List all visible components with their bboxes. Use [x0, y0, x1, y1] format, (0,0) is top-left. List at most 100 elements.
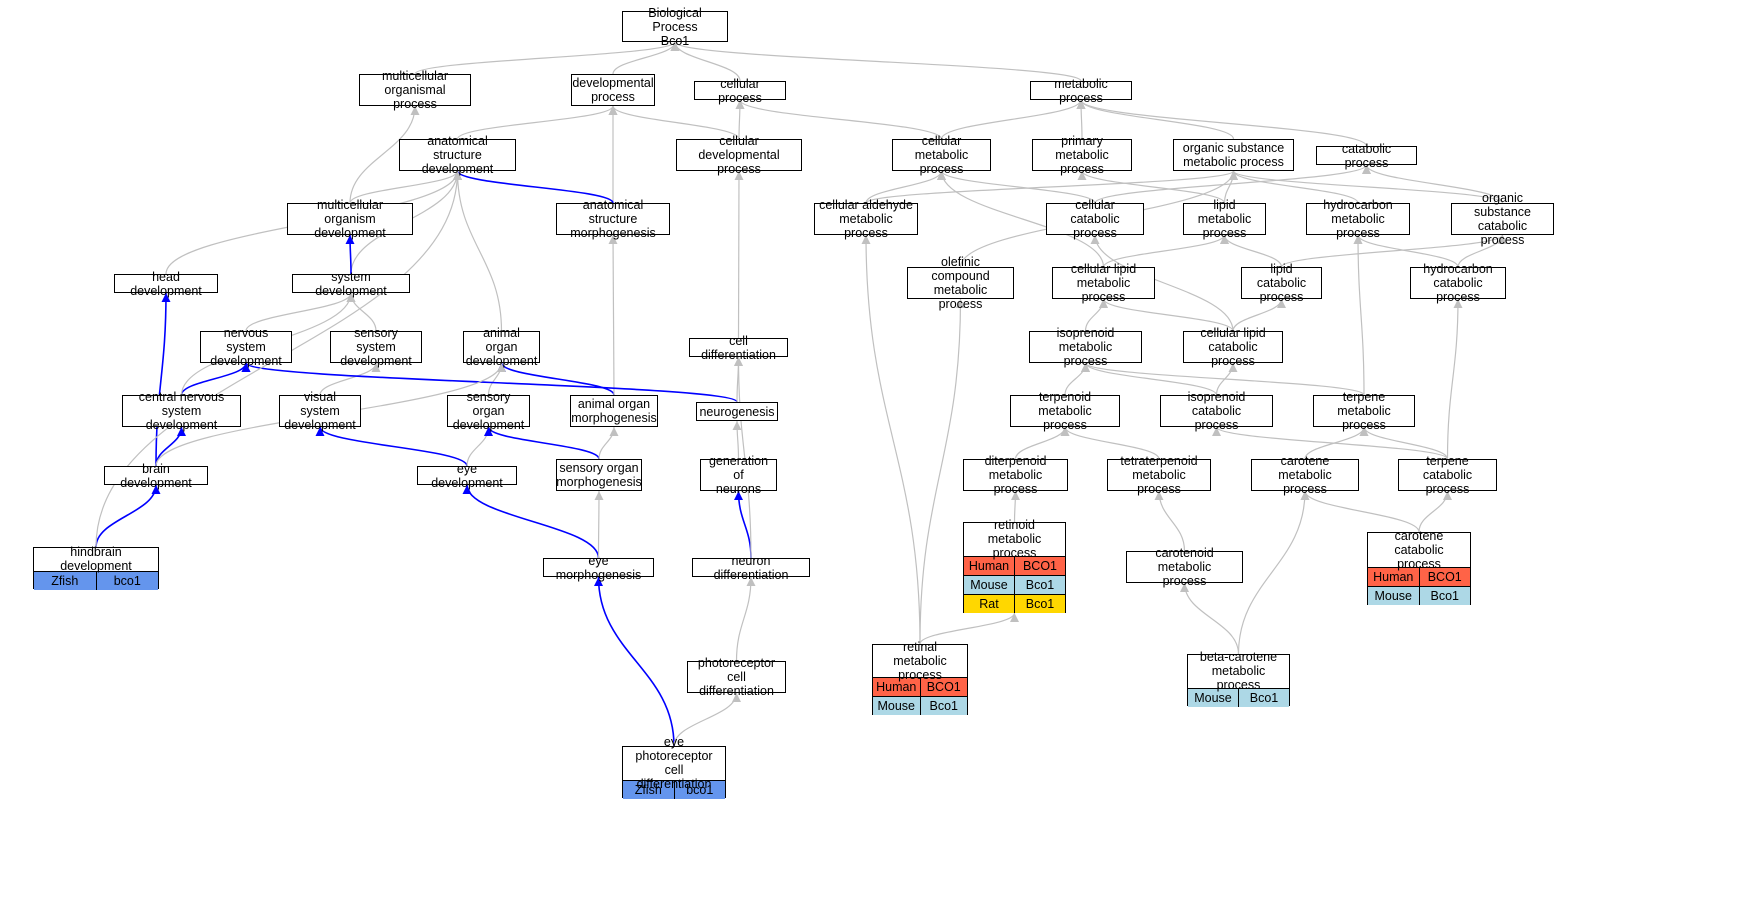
node-eye-photoreceptor-cell-differentiation[interactable]: eye photoreceptor cell differentiationZf… — [622, 735, 726, 799]
edge-epcd-to-em — [594, 576, 675, 747]
species-cell: Rat — [964, 593, 1015, 613]
edge-rmp-to-rtmp — [919, 612, 1019, 645]
node-label: brain development — [120, 461, 192, 490]
node-organic-substance-catabolic-process[interactable]: organic substance catabolic process — [1451, 191, 1554, 247]
node-visual-system-development[interactable]: visual system development — [279, 390, 361, 432]
node-neurogenesis[interactable]: neurogenesis — [696, 402, 778, 421]
edge-cd-to-cdp — [734, 170, 744, 339]
node-terpene-metabolic-process[interactable]: terpene metabolic process — [1313, 390, 1415, 432]
node-animal-organ-development[interactable]: animal organ development — [463, 326, 540, 368]
node-sensory-organ-development[interactable]: sensory organ development — [447, 390, 530, 432]
node-biological-process-bco1[interactable]: Biological Process Bco1 — [622, 5, 728, 48]
node-organic-substance-metabolic-process[interactable]: organic substance metabolic process — [1173, 139, 1294, 171]
node-anatomical-structure-development[interactable]: anatomical structure development — [399, 134, 516, 176]
node-carotene-metabolic-process[interactable]: carotene metabolic process — [1251, 454, 1359, 496]
node-terpene-catabolic-process[interactable]: terpene catabolic process — [1398, 454, 1497, 496]
node-system-development[interactable]: system development — [292, 270, 410, 298]
node-carotenoid-metabolic-process[interactable]: carotenoid metabolic process — [1126, 546, 1243, 588]
node-head-development[interactable]: head development — [114, 269, 218, 298]
edge-lcp-to-oscp — [1280, 234, 1507, 268]
node-isoprenoid-catabolic-process[interactable]: isoprenoid catabolic process — [1160, 390, 1273, 432]
gene-symbol-cell: BCO1 — [1014, 555, 1065, 575]
edge-cacp-to-crmp — [1300, 490, 1420, 533]
node-cellular-lipid-metabolic-process[interactable]: cellular lipid metabolic process — [1052, 262, 1155, 304]
node-sensory-system-development[interactable]: sensory system development — [330, 326, 422, 368]
node-lipid-catabolic-process[interactable]: lipid catabolic process — [1241, 262, 1322, 304]
node-primary-metabolic-process[interactable]: primary metabolic process — [1032, 134, 1132, 176]
node-metabolic-process[interactable]: metabolic process — [1030, 77, 1132, 105]
node-label: animal organ morphogenesis — [571, 397, 657, 425]
node-eye-morphogenesis[interactable]: eye morphogenesis — [543, 553, 654, 582]
node-label: cellular catabolic process — [1070, 198, 1120, 240]
node-label: carotene catabolic process — [1394, 529, 1444, 571]
node-tetraterpenoid-metabolic-process[interactable]: tetraterpenoid metabolic process — [1107, 454, 1211, 496]
node-cellular-developmental-process[interactable]: cellular developmental process — [676, 134, 802, 176]
node-multicellular-organism-development[interactable]: multicellular organism development — [287, 198, 413, 240]
node-anatomical-structure-morphogenesis[interactable]: anatomical structure morphogenesis — [556, 198, 670, 240]
gene-symbol-cell: Bco1 — [919, 696, 967, 715]
node-lipid-metabolic-process[interactable]: lipid metabolic process — [1183, 198, 1266, 240]
node-animal-organ-morphogenesis[interactable]: animal organ morphogenesis — [570, 395, 658, 427]
species-cell: Mouse — [1188, 687, 1239, 707]
node-hydrocarbon-metabolic-process[interactable]: hydrocarbon metabolic process — [1306, 198, 1410, 240]
node-brain-development[interactable]: brain development — [104, 461, 208, 490]
node-label: cellular lipid catabolic process — [1200, 326, 1266, 368]
species-cell: Human — [873, 677, 920, 697]
edge-metp-to-bp — [670, 41, 1082, 82]
node-nervous-system-development[interactable]: nervous system development — [200, 326, 292, 368]
edge-vsd-to-ssd — [319, 362, 381, 396]
node-photoreceptor-cell-differentiation[interactable]: photoreceptor cell differentiation — [687, 656, 786, 698]
node-isoprenoid-metabolic-process[interactable]: isoprenoid metabolic process — [1029, 326, 1142, 368]
node-label: nervous system development — [210, 326, 282, 368]
node-label: head development — [130, 269, 202, 298]
edge-hbd-to-bd — [95, 484, 161, 548]
node-label: lipid catabolic process — [1256, 262, 1307, 304]
node-neuron-differentiation[interactable]: neuron differentiation — [692, 554, 810, 582]
edge-osmp-to-metp — [1076, 99, 1235, 140]
node-label: terpene catabolic process — [1422, 454, 1473, 496]
node-label: hindbrain development — [60, 545, 132, 574]
node-label: eye development — [431, 461, 503, 490]
node-cellular-aldehyde-metabolic-process[interactable]: cellular aldehyde metabolic process — [814, 198, 918, 240]
node-multicellular-organismal-process[interactable]: multicellular organismal process — [359, 69, 471, 111]
species-cell: Human — [1368, 567, 1419, 587]
node-olefinic-compound-metabolic-process[interactable]: olefinic compound metabolic process — [907, 255, 1014, 311]
node-hydrocarbon-catabolic-process[interactable]: hydrocarbon catabolic process — [1410, 262, 1506, 304]
edge-cacp-to-tcp — [1418, 490, 1452, 533]
node-label: eye photoreceptor cell differentiation — [635, 735, 713, 791]
node-developmental-process[interactable]: developmental process — [571, 74, 655, 106]
node-sensory-organ-morphogenesis[interactable]: sensory organ morphogenesis — [556, 459, 642, 491]
node-cellular-process[interactable]: cellular process — [694, 77, 786, 105]
node-central-nervous-system-development[interactable]: central nervous system development — [122, 390, 241, 432]
node-terpenoid-metabolic-process[interactable]: terpenoid metabolic process — [1010, 390, 1120, 432]
node-catabolic-process[interactable]: catabolic process — [1316, 142, 1417, 170]
node-label: eye morphogenesis — [555, 553, 642, 582]
node-cellular-catabolic-process[interactable]: cellular catabolic process — [1046, 198, 1144, 240]
node-label: Biological Process Bco1 — [648, 5, 702, 48]
edge-cmp-to-cp — [735, 99, 943, 140]
edge-ccp-to-cmp — [937, 170, 1096, 204]
edge-bd-to-hd — [155, 292, 171, 467]
node-generation-of-neurons[interactable]: generation of neurons — [700, 454, 777, 496]
node-cell-differentiation[interactable]: cell differentiation — [689, 333, 788, 362]
node-label: lipid metabolic process — [1197, 198, 1252, 240]
node-cellular-metabolic-process[interactable]: cellular metabolic process — [892, 134, 991, 176]
node-label: developmental process — [572, 76, 654, 104]
node-cellular-lipid-catabolic-process[interactable]: cellular lipid catabolic process — [1183, 326, 1283, 368]
node-diterpenoid-metabolic-process[interactable]: diterpenoid metabolic process — [963, 454, 1068, 496]
node-label: cell differentiation — [701, 333, 776, 362]
node-eye-development[interactable]: eye development — [417, 461, 517, 490]
node-label: terpene metabolic process — [1337, 390, 1391, 432]
edge-cdp-to-dp — [608, 105, 740, 140]
